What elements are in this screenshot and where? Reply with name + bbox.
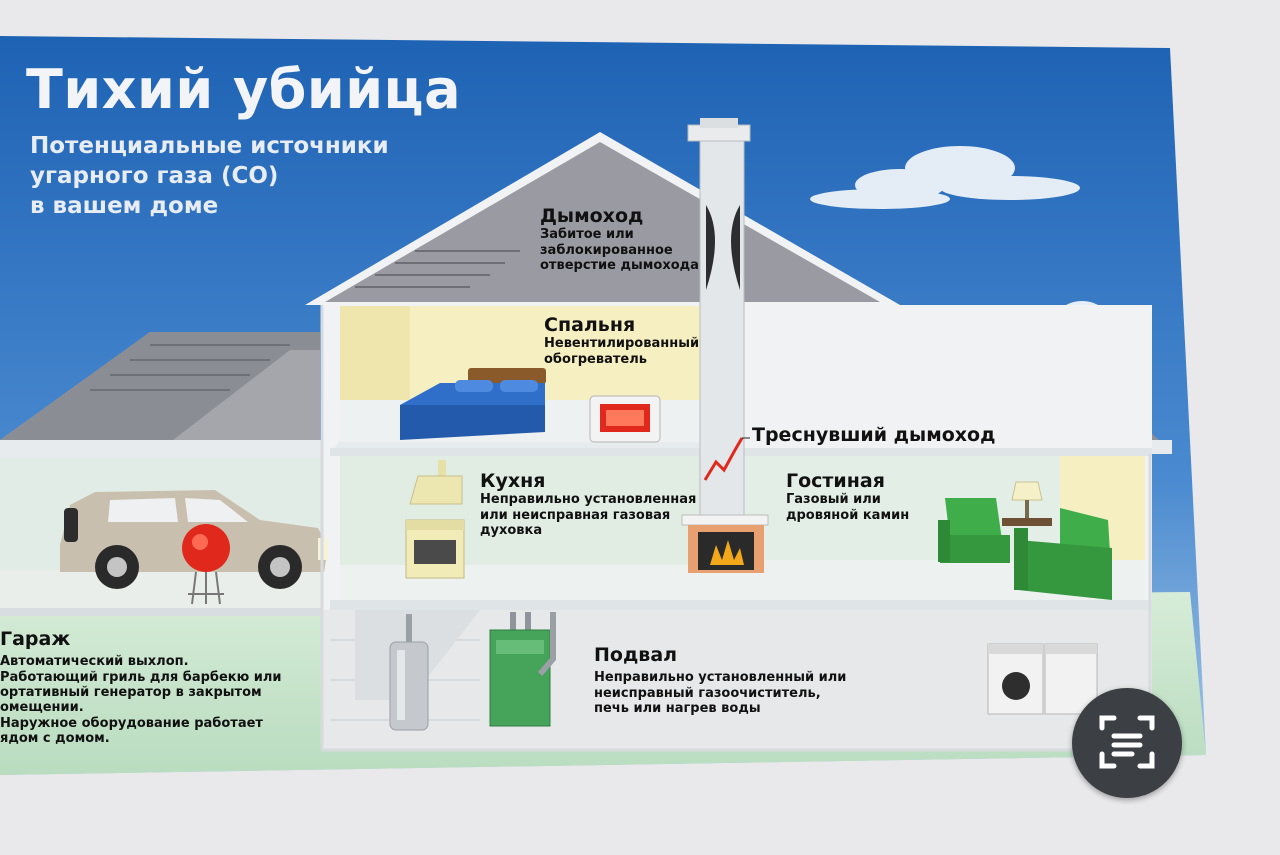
callout-kitchen: Кухня Неправильно установленная или неис… xyxy=(480,470,696,538)
scan-icon xyxy=(1099,715,1155,769)
callout-line: духовка xyxy=(480,523,543,539)
lamp-icon xyxy=(1002,481,1052,526)
callout-line: обогреватель xyxy=(544,351,647,367)
stove-icon xyxy=(405,519,465,579)
washer-icon xyxy=(987,643,1044,715)
garage-roof xyxy=(0,332,322,458)
co-source-icon xyxy=(182,524,230,572)
callout-garage: Гараж Автоматический выхлоп. Работающий … xyxy=(0,628,282,746)
callout-living-room: Гостиная Газовый или дровяной камин xyxy=(786,470,909,523)
callout-title: Кухня xyxy=(480,470,546,492)
basement xyxy=(322,610,1152,750)
callout-line: дровяной камин xyxy=(786,507,910,523)
callout-line: неисправный газоочиститель, xyxy=(594,685,821,701)
callout-line: Автоматический выхлоп. xyxy=(0,654,189,670)
callout-title: Дымоход xyxy=(540,205,644,227)
range-hood-icon xyxy=(409,460,463,505)
callout-title: Гараж xyxy=(0,628,71,650)
armchair-icon xyxy=(938,498,1010,563)
bed-icon xyxy=(400,368,546,440)
callout-chimney: Дымоход Забитое или заблокированное отве… xyxy=(540,205,699,273)
callout-line: Забитое или xyxy=(540,227,634,243)
callout-line: заблокированное xyxy=(540,242,673,258)
sofa-icon xyxy=(1014,508,1112,600)
subtitle-line: угарного газа (CO) xyxy=(30,162,279,189)
cloud-icon xyxy=(810,146,1080,209)
callout-line: омещении. xyxy=(0,700,84,716)
crack-icon xyxy=(703,437,744,481)
chimney xyxy=(687,118,751,527)
scan-button[interactable] xyxy=(1072,688,1182,798)
grill-icon xyxy=(188,571,224,605)
callout-bedroom: Спальня Невентилированный обогреватель xyxy=(544,314,699,367)
subtitle-line: Потенциальные источники xyxy=(30,133,389,159)
callout-line: печь или нагрев воды xyxy=(594,701,761,717)
callout-line: Неправильно установленный или xyxy=(594,670,847,686)
callout-line: Газовый или xyxy=(786,492,881,508)
water-heater-icon xyxy=(389,614,429,731)
callout-line: Невентилированный xyxy=(544,336,700,352)
callout-line: или неисправная газовая xyxy=(480,507,671,523)
furnace-icon xyxy=(489,612,556,727)
callout-line: Неправильно установленная xyxy=(480,492,697,508)
callout-line: Наружное оборудование работает xyxy=(0,715,263,731)
fireplace-icon xyxy=(681,514,769,573)
callout-basement: Подвал Неправильно установленный или неи… xyxy=(594,644,846,716)
callout-title: Подвал xyxy=(594,644,678,666)
poster-subtitle: Потенциальные источники угарного газа (C… xyxy=(30,132,470,222)
callout-title: Спальня xyxy=(544,314,636,336)
callout-line: ортативный генератор в закрытом xyxy=(0,685,262,701)
callout-title: Гостиная xyxy=(786,470,885,492)
callout-line: отверстие дымохода xyxy=(540,258,699,274)
heater-icon xyxy=(589,395,661,443)
subtitle-line: в вашем доме xyxy=(30,192,219,219)
callout-line: Работающий гриль для барбекю или xyxy=(0,669,282,685)
callout-line: ядом с домом. xyxy=(0,731,110,747)
poster-title: Тихий убийца xyxy=(26,58,462,121)
callout-cracked-chimney: Треснувший дымоход xyxy=(752,424,996,446)
